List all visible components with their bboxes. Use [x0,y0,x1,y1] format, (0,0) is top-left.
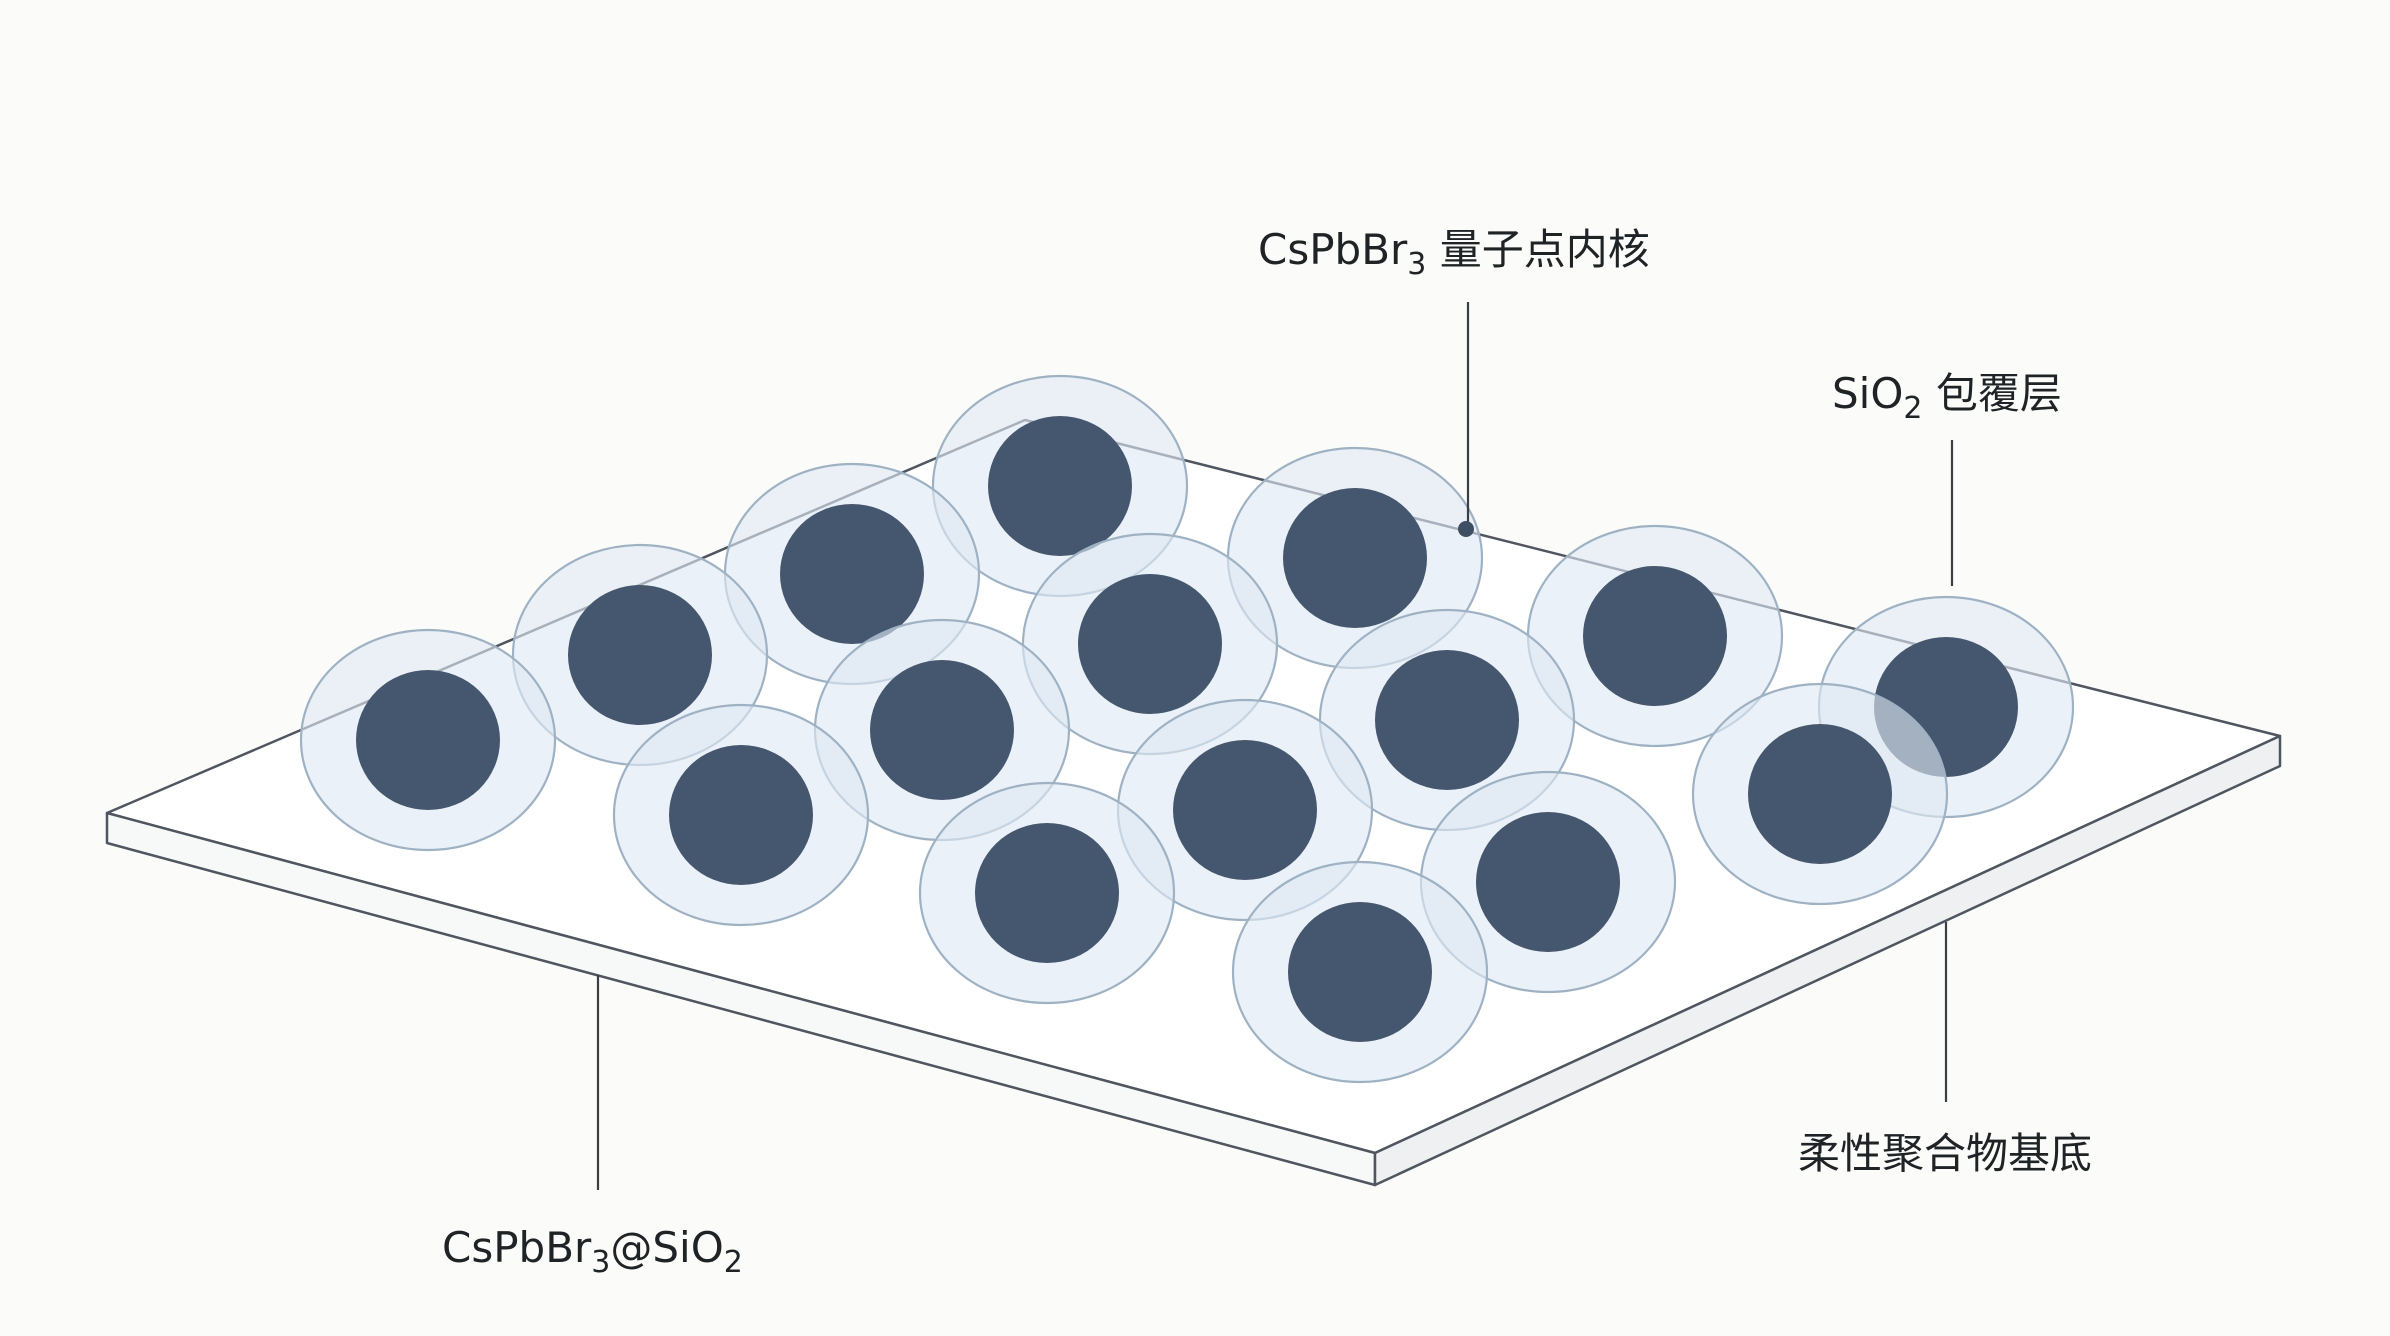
core-shell-particle [299,628,557,852]
leader-lines [596,302,1954,1190]
core-shell-particle [1231,860,1489,1084]
cspbbr3-core [988,416,1132,556]
shell-label: SiO2 包覆层 [1832,369,2062,426]
cspbbr3-core [356,670,500,810]
cspbbr3-core [669,745,813,885]
core-shell-particle [1526,524,1784,748]
cspbbr3-core [1375,650,1519,790]
core-label: CsPbBr3 量子点内核 [1258,225,1650,282]
cspbbr3-core [1283,488,1427,628]
core-shell-particle [813,618,1071,842]
cspbbr3-core [1288,902,1432,1042]
substrate-label: 柔性聚合物基底 [1798,1129,2092,1178]
core-shell-particle [1691,682,1949,906]
composite-label: CsPbBr3@SiO2 [442,1223,743,1280]
cspbbr3-core [1173,740,1317,880]
core-shell-particle [918,781,1176,1005]
cspbbr3-core [1476,812,1620,952]
core-shell-particle [612,703,870,927]
core-shell-particle [1318,608,1576,832]
core-shell-particle [1021,532,1279,756]
cspbbr3-core [975,823,1119,963]
cspbbr3-core [780,504,924,644]
cspbbr3-core [1078,574,1222,714]
substrate-right-edge [1373,734,2282,1187]
core-shell-particles [299,374,2075,1084]
cspbbr3-core [1583,566,1727,706]
cspbbr3-core [568,585,712,725]
core-shell-particle [1419,770,1677,994]
core-leader-dot [1458,521,1474,537]
cspbbr3-core [870,660,1014,800]
core-shell-particle [1116,698,1374,922]
cspbbr3-core [1748,724,1892,864]
